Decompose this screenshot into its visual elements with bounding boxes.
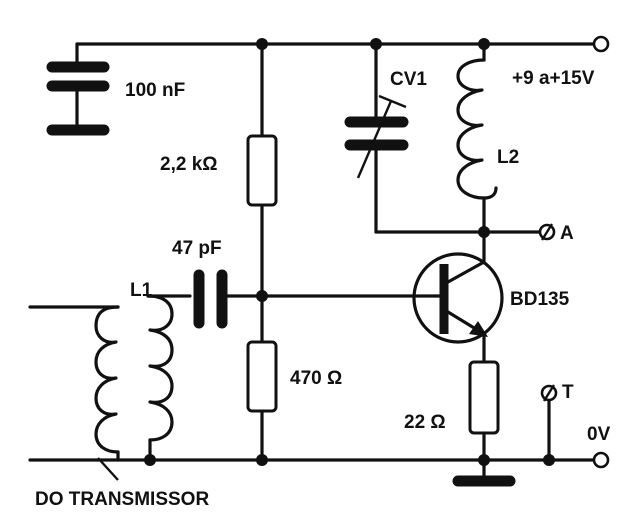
label-l2: L2 <box>497 147 519 168</box>
resistor-470-symbol <box>246 340 278 413</box>
label-ground: 0V <box>587 424 611 445</box>
label-2k2: 2,2 kΩ <box>160 154 218 175</box>
transformer-l1-symbol <box>28 294 192 481</box>
ground-terminal <box>592 451 610 469</box>
label-47pf: 47 pF <box>172 238 222 259</box>
label-node-t: T <box>562 382 574 403</box>
label-22: 22 Ω <box>404 412 446 433</box>
label-supply: +9 a+15V <box>512 68 595 89</box>
terminal-a-slash <box>540 223 554 241</box>
label-100nf: 100 nF <box>125 80 185 101</box>
resistor-22-symbol <box>468 360 500 435</box>
label-source: DO TRANSMISSOR <box>35 489 209 510</box>
label-470: 470 Ω <box>290 368 342 389</box>
junction-dots <box>144 38 555 466</box>
capacitor-47pf-symbol <box>193 269 264 329</box>
top-rail <box>75 42 596 68</box>
label-node-a: A <box>560 223 574 244</box>
label-bd135: BD135 <box>510 289 570 310</box>
transistor-bd135-symbol <box>260 252 504 364</box>
supply-terminal <box>592 35 610 53</box>
variable-capacitor-cv1-symbol <box>344 42 409 234</box>
capacitor-100nf-symbol <box>46 61 110 136</box>
label-cv1: CV1 <box>390 69 427 90</box>
inductor-l2-symbol <box>456 42 498 234</box>
resistor-2k2-symbol <box>246 134 278 207</box>
terminal-t-slash <box>542 384 556 402</box>
label-l1: L1 <box>130 280 153 301</box>
